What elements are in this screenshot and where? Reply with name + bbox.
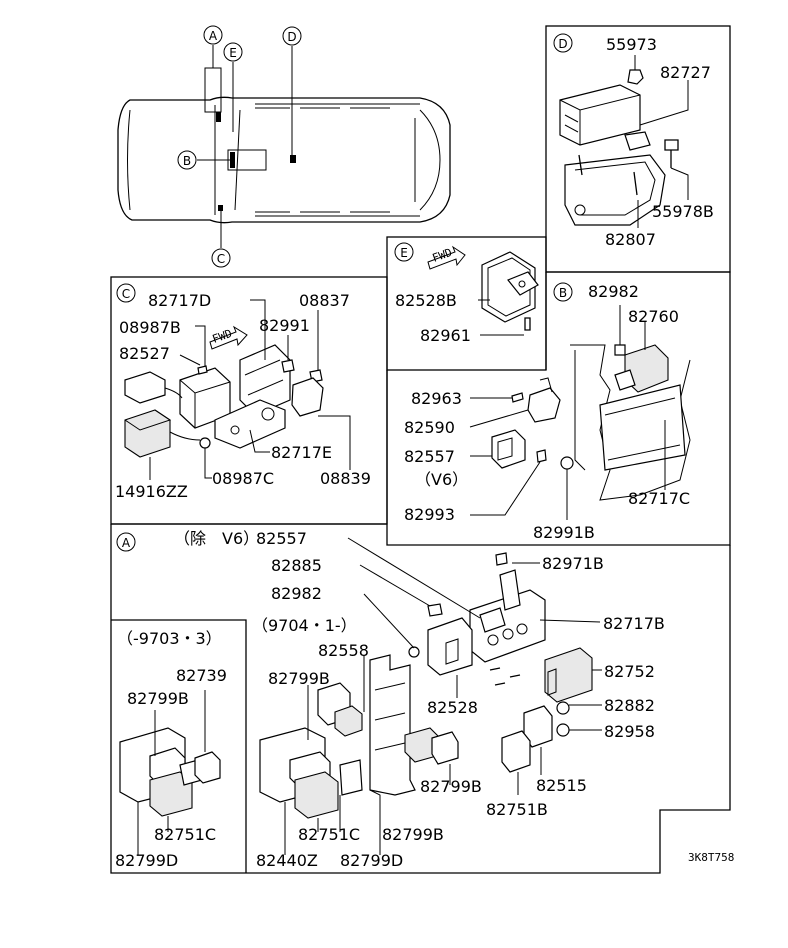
period-note: （9704・1-） bbox=[252, 616, 357, 635]
svg-text:A: A bbox=[209, 29, 218, 43]
part-label: 82752 bbox=[604, 662, 655, 681]
panel-a: A bbox=[115, 529, 665, 870]
part-label: 82558 bbox=[318, 641, 369, 660]
panel-b: B 82982 82760 82991B 82717C 82963 8 bbox=[404, 282, 691, 542]
part-label: 82799B bbox=[420, 777, 482, 796]
marker-b-top: B bbox=[177, 150, 197, 170]
part-label: 82958 bbox=[604, 722, 655, 741]
part-label: 82993 bbox=[404, 505, 455, 524]
svg-text:D: D bbox=[558, 37, 567, 51]
part-label: 82717B bbox=[603, 614, 665, 633]
svg-text:FWD: FWD bbox=[431, 246, 454, 265]
svg-text:E: E bbox=[400, 246, 408, 260]
marker-e-top: E bbox=[223, 42, 243, 62]
part-label: 08987B bbox=[119, 318, 181, 337]
part-label: 82799D bbox=[340, 851, 403, 870]
part-label: 82807 bbox=[605, 230, 656, 249]
part-label: 82527 bbox=[119, 344, 170, 363]
part-label: 82971B bbox=[542, 554, 604, 573]
part-label: 82751C bbox=[298, 825, 360, 844]
panel-e: E FWD 82528B 82961 bbox=[394, 242, 539, 345]
part-label: 82717E bbox=[271, 443, 332, 462]
part-label: 82590 bbox=[404, 418, 455, 437]
part-label: 82515 bbox=[536, 776, 587, 795]
frames bbox=[110, 25, 731, 874]
part-label: 82991 bbox=[259, 316, 310, 335]
vehicle-outline bbox=[117, 45, 451, 248]
svg-text:D: D bbox=[287, 30, 296, 44]
part-label: 55978B bbox=[652, 202, 714, 221]
drawing-code: 3K8T758 bbox=[688, 851, 734, 864]
part-label: 08837 bbox=[299, 291, 350, 310]
v6-note: （V6） bbox=[415, 470, 468, 489]
part-label: 82982 bbox=[588, 282, 639, 301]
part-label: 55973 bbox=[606, 35, 657, 54]
part-label: 82528B bbox=[395, 291, 457, 310]
part-label: 82727 bbox=[660, 63, 711, 82]
part-label: 82799B bbox=[127, 689, 189, 708]
fwd-arrow: FWD bbox=[209, 325, 248, 350]
part-label: 08839 bbox=[320, 469, 371, 488]
part-label: 82799D bbox=[115, 851, 178, 870]
svg-text:E: E bbox=[229, 46, 237, 60]
part-label: 82799B bbox=[268, 669, 330, 688]
svg-text:B: B bbox=[559, 286, 567, 300]
part-label: 82885 bbox=[271, 556, 322, 575]
part-label: 82440Z bbox=[256, 851, 318, 870]
part-label: 82557 bbox=[404, 447, 455, 466]
part-label: 82717D bbox=[148, 291, 211, 310]
part-label: 82751C bbox=[154, 825, 216, 844]
part-label: 82961 bbox=[420, 326, 471, 345]
marker-d-top: D bbox=[282, 26, 302, 46]
part-label: 82717C bbox=[628, 489, 690, 508]
part-label: 82799B bbox=[382, 825, 444, 844]
period-note: （-9703・3） bbox=[117, 629, 222, 648]
svg-text:C: C bbox=[122, 287, 130, 301]
part-label: 82557 bbox=[256, 529, 307, 548]
exclude-v6-note: （除 V6） bbox=[174, 529, 259, 548]
part-label: 82991B bbox=[533, 523, 595, 542]
svg-text:FWD: FWD bbox=[211, 327, 234, 346]
part-label: 82528 bbox=[427, 698, 478, 717]
part-label: 14916ZZ bbox=[115, 482, 188, 501]
panel-c: C FWD bbox=[115, 283, 371, 501]
part-label: 82963 bbox=[411, 389, 462, 408]
svg-text:B: B bbox=[183, 154, 191, 168]
marker-c-top: C bbox=[211, 248, 231, 268]
svg-text:C: C bbox=[217, 252, 225, 266]
part-label: 82751B bbox=[486, 800, 548, 819]
panel-d: D 55973 82727 55978B 82807 bbox=[553, 33, 714, 249]
svg-text:A: A bbox=[122, 536, 131, 550]
part-label: 82982 bbox=[271, 584, 322, 603]
part-label: 82739 bbox=[176, 666, 227, 685]
marker-a-top: A bbox=[203, 25, 223, 45]
fwd-arrow: FWD bbox=[427, 245, 466, 270]
part-label: 82760 bbox=[628, 307, 679, 326]
part-label: 82882 bbox=[604, 696, 655, 715]
part-label: 08987C bbox=[212, 469, 274, 488]
